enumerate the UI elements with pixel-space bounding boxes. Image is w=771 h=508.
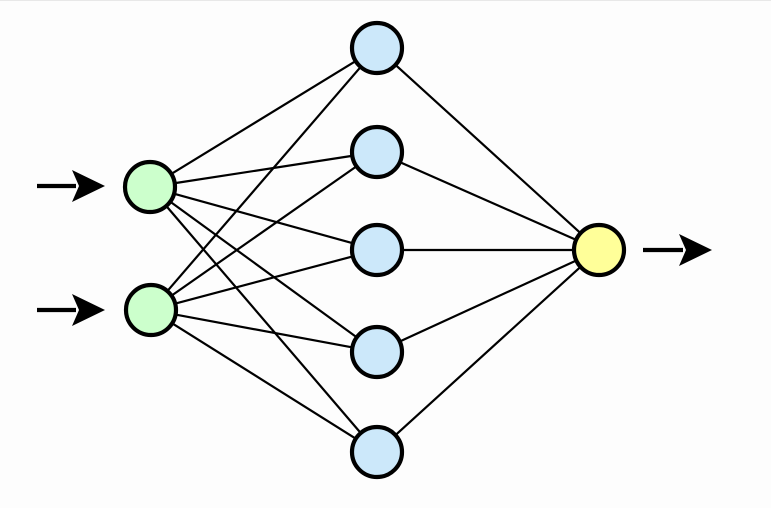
edge-i1-to-h5 [166,206,361,433]
edge-i1-to-h2 [175,154,352,185]
edges-group [166,60,581,439]
edge-h4-to-o1 [400,259,576,343]
hidden-node-1[interactable] [349,20,405,76]
edge-i2-to-h3 [176,255,352,305]
edge-i2-to-h2 [171,166,357,296]
nodes-group [122,20,627,480]
edge-i1-to-h1 [171,60,356,175]
hidden-node-3[interactable] [349,222,405,278]
edge-i2-to-h4 [176,313,352,349]
edge-i1-to-h4 [170,201,357,338]
edge-i2-to-h5 [172,323,356,439]
hidden-node-5[interactable] [349,424,405,480]
arrows-group [37,170,712,326]
hidden-node-2[interactable] [349,124,405,180]
hidden-node-4[interactable] [349,324,405,380]
top-divider [0,0,771,1]
input-node-1[interactable] [122,159,178,215]
input-node-2[interactable] [123,282,179,338]
output-arrow-1-head [679,234,712,266]
output-node-1[interactable] [571,222,627,278]
edge-h1-to-o1 [395,64,581,234]
edge-i1-to-h3 [174,192,353,245]
edge-i2-to-h1 [167,67,361,291]
edge-h5-to-o1 [395,266,581,436]
input-arrow-1-head [72,170,105,202]
edge-h2-to-o1 [400,161,576,241]
input-arrow-2-head [72,294,105,326]
